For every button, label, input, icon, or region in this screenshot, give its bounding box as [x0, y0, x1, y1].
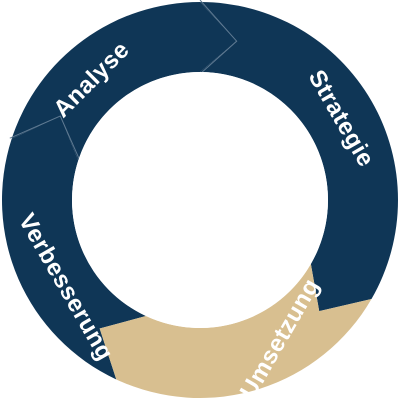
separator-after-analyse [199, 0, 238, 75]
segment-analyse [11, 2, 237, 161]
center-hole [72, 72, 328, 328]
segment-umsetzung [99, 264, 372, 399]
separator-after-verbesserung [9, 115, 81, 162]
segment-verbesserung [1, 116, 146, 380]
segment-strategie [200, 2, 398, 312]
